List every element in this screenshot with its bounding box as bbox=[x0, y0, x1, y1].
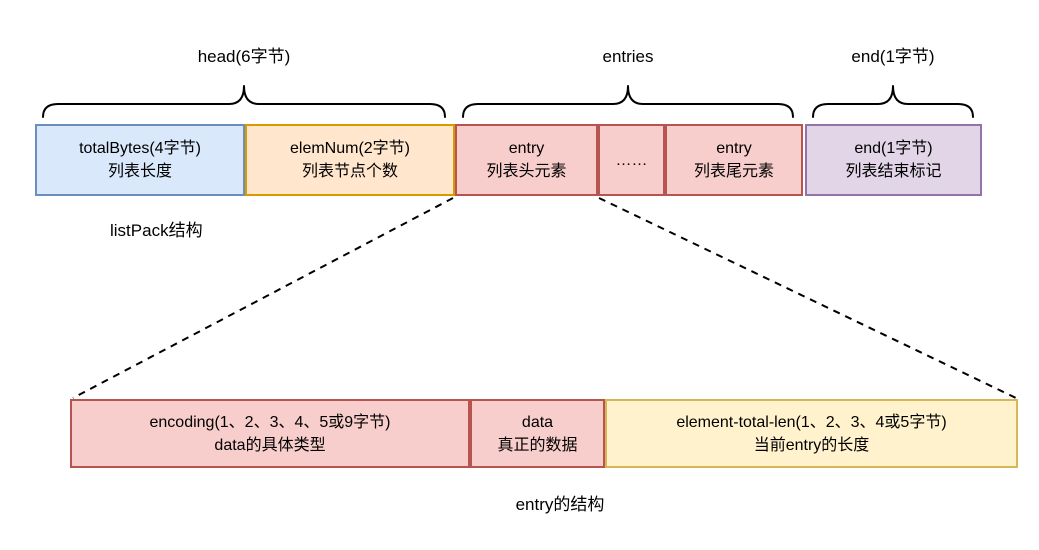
entries-brace-label: entries bbox=[602, 47, 654, 66]
zoom-line-left bbox=[72, 197, 454, 399]
cell-entry-head-line2: 列表头元素 bbox=[486, 163, 567, 180]
cell-end: end(1字节) 列表结束标记 bbox=[805, 124, 982, 196]
cell-totalbytes: totalBytes(4字节) 列表长度 bbox=[35, 124, 245, 196]
cell-entry-tail-line2: 列表尾元素 bbox=[693, 163, 774, 180]
listpack-caption: listPack结构 bbox=[110, 221, 203, 240]
cell-ellipsis: …… bbox=[598, 124, 665, 196]
cell-data-line2: 真正的数据 bbox=[497, 436, 578, 454]
cell-totalbytes-line1: totalBytes(4字节) bbox=[79, 140, 201, 157]
end-brace-label: end(1字节) bbox=[851, 47, 935, 66]
cell-elemnum-line1: elemNum(2字节) bbox=[289, 140, 411, 157]
cell-end-line2: 列表结束标记 bbox=[845, 163, 942, 180]
cell-element-total-len-line1: element-total-len(1、2、3、4或5字节) bbox=[676, 413, 947, 431]
cell-data: data 真正的数据 bbox=[470, 399, 605, 468]
cell-ellipsis-text: …… bbox=[615, 151, 648, 169]
cell-end-line1: end(1字节) bbox=[854, 140, 933, 157]
cell-totalbytes-line2: 列表长度 bbox=[107, 163, 172, 180]
zoom-line-right bbox=[598, 197, 1017, 399]
cell-element-total-len-line2: 当前entry的长度 bbox=[753, 436, 870, 454]
cell-entry-tail: entry 列表尾元素 bbox=[665, 124, 803, 196]
cell-elemnum: elemNum(2字节) 列表节点个数 bbox=[245, 124, 455, 196]
entries-brace bbox=[462, 85, 794, 118]
head-brace-label: head(6字节) bbox=[197, 47, 291, 66]
cell-entry-head-line1: entry bbox=[508, 140, 545, 157]
cell-elemnum-line2: 列表节点个数 bbox=[301, 163, 398, 180]
entry-caption: entry的结构 bbox=[515, 495, 605, 514]
cell-element-total-len: element-total-len(1、2、3、4或5字节) 当前entry的长… bbox=[605, 399, 1018, 468]
cell-encoding-line2: data的具体类型 bbox=[214, 436, 326, 454]
head-brace bbox=[42, 85, 446, 118]
cell-encoding: encoding(1、2、3、4、5或9字节) data的具体类型 bbox=[70, 399, 470, 468]
end-brace bbox=[812, 85, 974, 118]
cell-entry-head: entry 列表头元素 bbox=[455, 124, 598, 196]
cell-entry-tail-line1: entry bbox=[716, 140, 752, 157]
cell-encoding-line1: encoding(1、2、3、4、5或9字节) bbox=[149, 413, 391, 431]
cell-data-line1: data bbox=[521, 413, 554, 431]
